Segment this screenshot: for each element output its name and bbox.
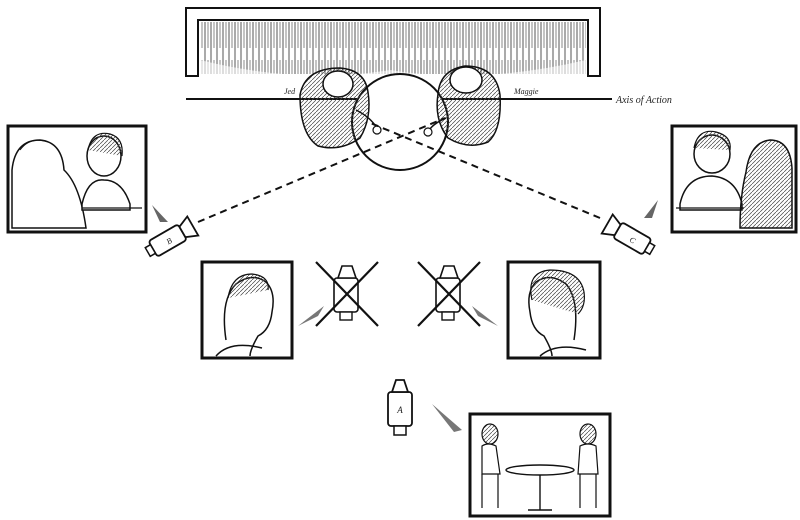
frame-over-shoulder-right bbox=[670, 124, 798, 234]
camera-a-pointer bbox=[432, 404, 462, 432]
camera-b-label: B bbox=[165, 236, 174, 246]
right-character-overhead bbox=[423, 65, 501, 146]
camera-forbidden-left bbox=[315, 261, 379, 327]
frame-two-shot bbox=[468, 412, 612, 518]
camera-b-icon: B bbox=[144, 214, 200, 258]
camera-forbidden-right bbox=[417, 261, 481, 327]
sightline-camera-c bbox=[367, 121, 601, 219]
cross-line bbox=[315, 261, 379, 327]
forbidden-right-pointer bbox=[472, 306, 498, 326]
forbidden-left-pointer bbox=[298, 306, 324, 326]
camera-c-icon: C bbox=[600, 212, 656, 256]
camera-c-pointer bbox=[644, 200, 658, 218]
frame-over-shoulder-left bbox=[6, 124, 148, 234]
left-character-overhead bbox=[299, 67, 382, 149]
camera-a-label: A bbox=[396, 405, 403, 415]
camera-a-icon: A bbox=[387, 379, 413, 436]
camera-b-pointer bbox=[152, 205, 168, 222]
set-wall bbox=[185, 7, 601, 77]
frame-closeup-right bbox=[506, 260, 602, 360]
sightline-camera-b bbox=[197, 117, 446, 223]
camera-c-label: C bbox=[628, 235, 638, 246]
right-character-label: Maggie bbox=[513, 87, 539, 96]
axis-of-action-label: Axis of Action bbox=[615, 95, 672, 106]
cross-line bbox=[417, 261, 481, 327]
left-character-label: Jed bbox=[284, 87, 296, 96]
frame-closeup-left bbox=[200, 260, 294, 360]
